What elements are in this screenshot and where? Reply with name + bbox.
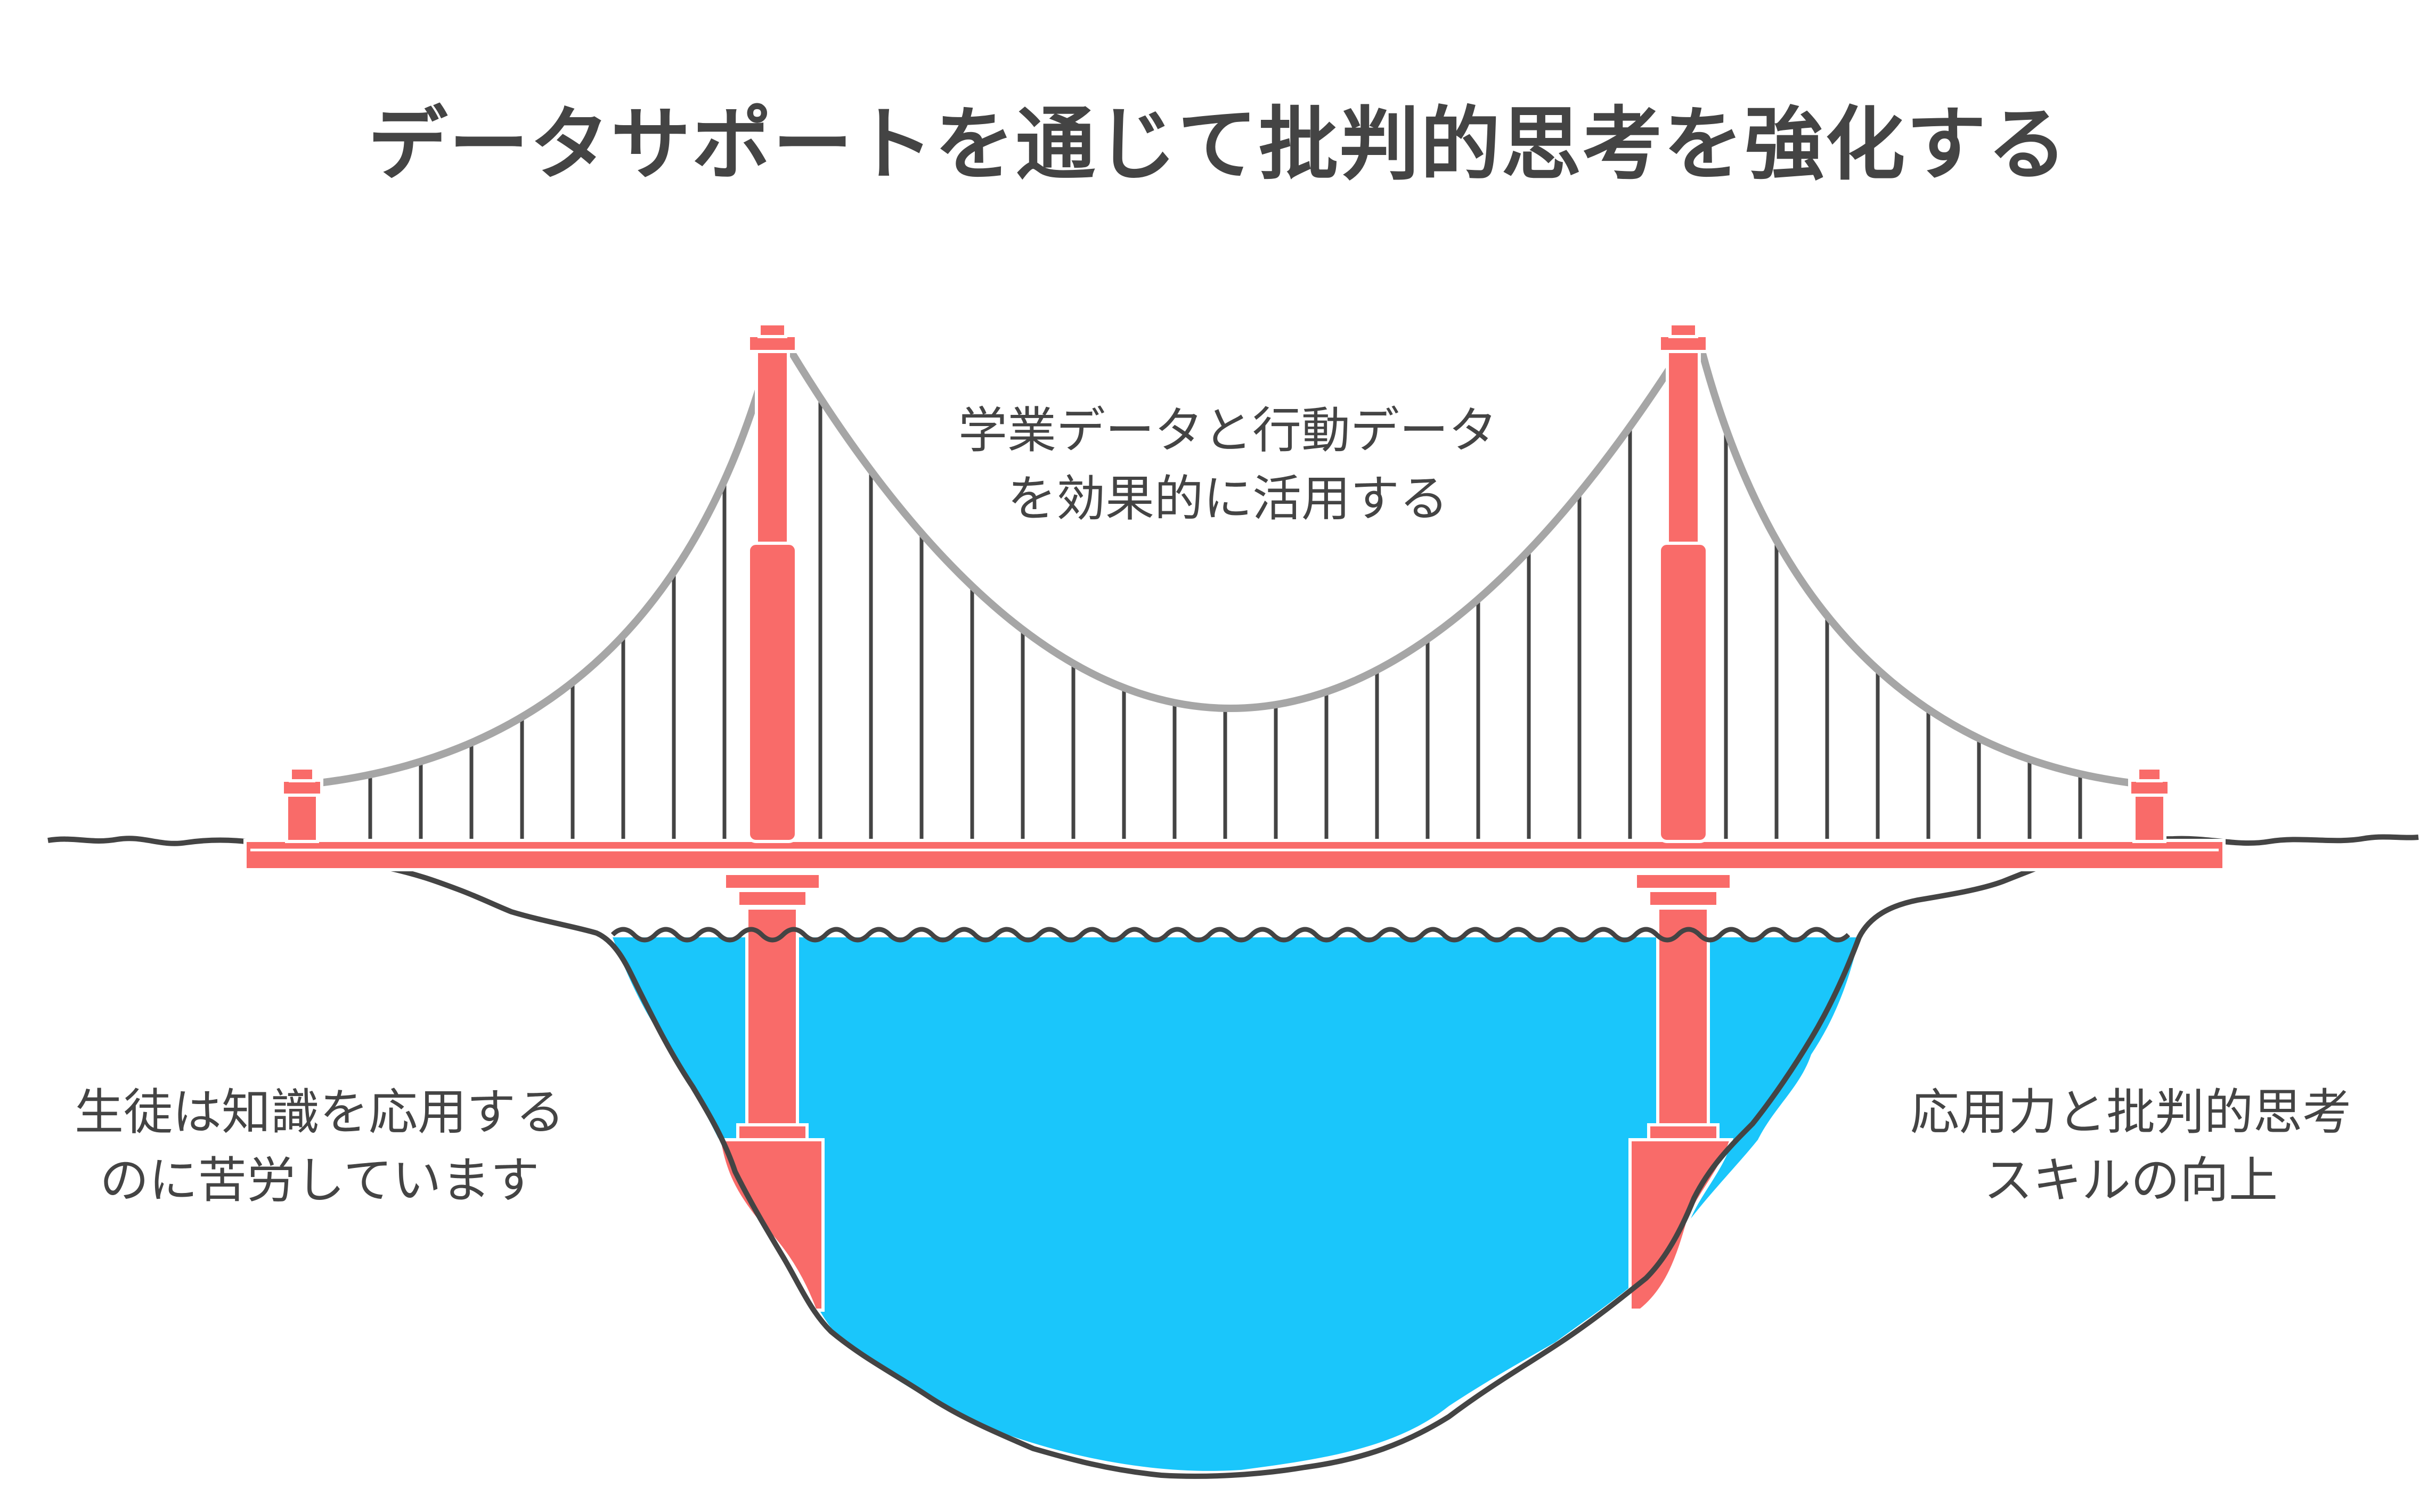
label-top-line2: を効果的に活用する [1007,470,1448,527]
label-student-struggle: 生徒は知識を応用する のに苦労しています [11,1078,629,1215]
left-pier-shaft [745,906,799,1139]
label-top-line1: 学業データと行動データ [958,402,1497,459]
label-right-line2: スキルの向上 [1983,1152,2278,1209]
river-water [613,937,1859,1471]
label-skill-improvement: 応用力と批判的思考 スキルの向上 [1832,1078,2429,1215]
main-suspension-cable [316,348,2134,787]
ground-outline [47,834,2419,1479]
label-left-line1: 生徒は知識を応用する [74,1084,565,1141]
left-pier-top-cap [723,872,822,891]
diagram-title: データサポートを通じて批判的思考を強化する [368,99,2068,191]
right-pier-top-cap [1634,872,1733,891]
label-data-utilization: 学業データと行動データ を効果的に活用する [842,397,1614,533]
right-pier-top-cap-2 [1647,889,1720,908]
left-pier-top-cap-2 [736,889,809,908]
right-anchor-post [2128,766,2171,843]
right-tower [1658,322,1709,843]
label-right-line1: 応用力と批判的思考 [1910,1084,2351,1141]
hanger-cables [368,401,2082,840]
right-pier-shaft [1656,906,1710,1139]
label-left-line2: のに苦労しています [100,1152,540,1209]
left-anchor-post [281,766,323,843]
bridge-deck [243,839,2226,871]
water-waves [610,927,1851,943]
left-tower [747,322,798,843]
